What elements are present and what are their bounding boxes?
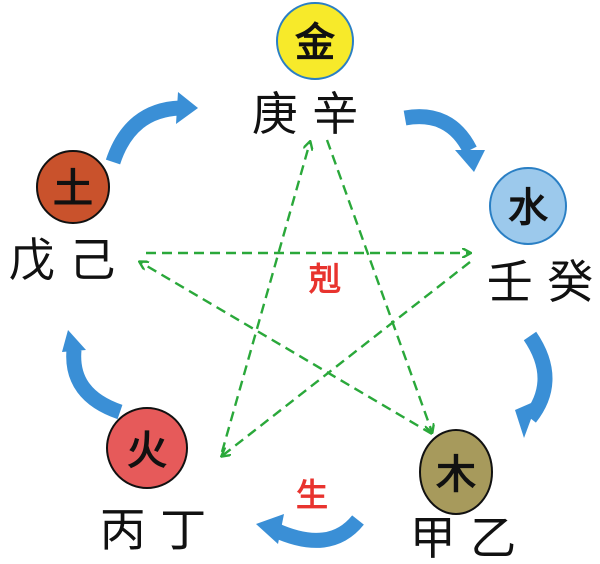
- wood-to-fire-arrow: [256, 514, 364, 548]
- control-cycle-lines: [140, 140, 470, 456]
- generate-label: 生: [296, 476, 328, 514]
- earth-to-metal-arrow: [105, 92, 198, 165]
- water-controls-fire-line: [222, 261, 471, 456]
- earth-circle: [36, 150, 110, 224]
- fire-label: 火: [127, 428, 167, 474]
- water-node: 水 壬 癸: [487, 167, 594, 309]
- wood-node: 木 甲 乙: [410, 429, 517, 564]
- metal-to-water-arrow: [403, 109, 485, 172]
- metal-circle: [276, 2, 354, 80]
- water-label: 水: [508, 185, 549, 231]
- earth-label: 土: [53, 166, 93, 212]
- fire-circle: [106, 407, 188, 489]
- control-label: 剋: [308, 260, 341, 298]
- earth-stems: 戊 己: [9, 233, 116, 287]
- wood-controls-earth-line: [140, 262, 433, 436]
- fire-stems: 丙 丁: [100, 503, 207, 557]
- metal-node: 金 庚 辛: [252, 2, 359, 141]
- wood-label: 木: [436, 452, 476, 498]
- fire-controls-metal-line: [220, 142, 310, 453]
- metal-controls-wood-line: [325, 139, 432, 432]
- water-stems: 壬 癸: [487, 255, 594, 309]
- generate-cycle-arrows: [62, 92, 553, 548]
- water-circle: [489, 167, 567, 245]
- fire-node: 火 丙 丁: [100, 407, 207, 557]
- water-to-wood-arrow: [515, 331, 553, 438]
- fire-to-earth-arrow: [62, 330, 123, 420]
- metal-stems: 庚 辛: [252, 87, 359, 141]
- metal-label: 金: [294, 20, 336, 66]
- wood-stems: 甲 乙: [410, 511, 517, 564]
- wood-circle: [419, 429, 493, 515]
- earth-node: 土 戊 己: [9, 150, 116, 287]
